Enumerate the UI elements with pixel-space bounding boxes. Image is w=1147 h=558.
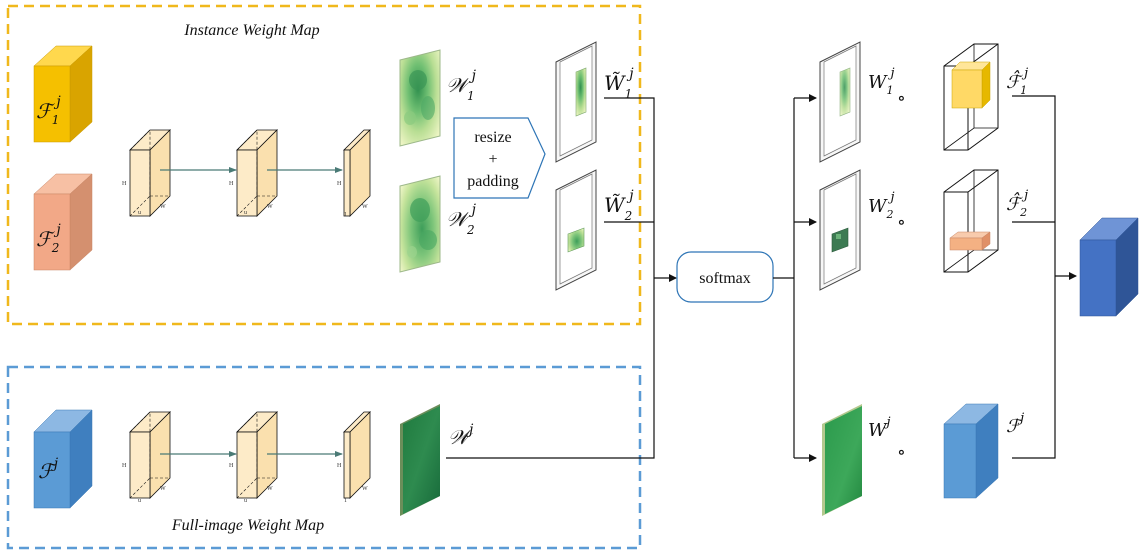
svg-text:W: W [160,204,166,210]
conv-block-1: H W u [122,129,171,217]
hadamard-operator-1: ∘ [897,88,906,109]
resize-padding-callout: resize + padding [453,117,546,199]
softmax-node [676,251,774,303]
weight-map-full-label: 𝒲j [448,422,474,449]
svg-text:resize: resize [474,129,511,146]
full-panel-title: Full-image Weight Map [171,517,324,534]
softmax-label: softmax [699,270,751,287]
svg-text:H: H [122,181,127,187]
svg-text:u: u [138,210,141,216]
svg-text:H: H [229,181,234,187]
softmax-map-1 [819,41,861,163]
svg-text:u: u [138,498,141,504]
weight-map-2 [399,175,441,273]
softmax-weight-2-label: W2j [868,190,895,221]
output-feature-2 [943,169,999,273]
hadamard-operator-2: ∘ [897,212,906,233]
svg-text:+: + [488,151,497,168]
svg-text:H: H [229,463,234,469]
softmax-weight-1-label: W1j [868,66,895,97]
svg-text:W: W [362,204,368,210]
svg-text:ℱ2j: ℱ2j [36,222,61,255]
svg-text:1: 1 [344,212,347,218]
feature-cube-full: ℱj [33,409,93,509]
svg-text:padding: padding [467,173,519,190]
output-feature-full [943,403,999,499]
weight-map-1 [399,49,441,147]
weight-map-1-label: 𝒲1j [446,68,477,103]
conv-row-instance: H W u H W u H W 1 [122,129,371,218]
padded-map-1-label: W̃1j [604,66,634,101]
padded-map-2-label: W̃2j [604,188,634,223]
svg-text:ℱj: ℱj [38,456,59,483]
output-feature-1-label: ℱ̂1j [1006,66,1028,97]
instance-panel-border [6,4,642,326]
svg-text:u: u [244,498,247,504]
softmax-map-full [822,404,862,516]
conv-block-2: H W u [229,129,278,217]
svg-text:W: W [362,486,368,492]
softmax-weight-full-label: Wj [868,415,891,441]
conv-block-5: H W u [229,411,278,504]
output-feature-2-label: ℱ̂2j [1006,188,1028,219]
svg-text:H: H [337,463,342,469]
svg-text:W: W [267,486,273,492]
output-feature-full-label: ℱj [1006,411,1024,437]
svg-text:H: H [337,181,342,187]
svg-text:ℱ1j: ℱ1j [36,94,61,127]
output-feature-1 [943,43,999,151]
feature-cube-1: ℱ1j [33,45,93,143]
padded-map-1 [555,41,597,163]
padded-map-2 [555,169,597,291]
svg-text:W: W [267,204,273,210]
hadamard-operator-3: ∘ [897,442,906,463]
fused-feature-cube [1079,217,1139,317]
connectors-out [773,94,817,462]
softmax-map-2 [819,169,861,291]
svg-text:u: u [244,210,247,216]
weight-map-full [400,404,440,516]
svg-text:H: H [122,463,127,469]
feature-cube-2: ℱ2j [33,173,93,271]
conv-row-full: H W u H W u H W 1 [122,411,371,504]
conv-block-4: H W u [122,411,171,504]
instance-panel-title: Instance Weight Map [183,22,319,39]
conv-block-6: H W 1 [337,411,371,504]
svg-text:1: 1 [344,498,347,504]
svg-text:W: W [160,486,166,492]
connectors-in [446,97,677,459]
weight-map-2-label: 𝒲2j [446,202,477,237]
aggregation-connectors [1012,95,1077,459]
conv-block-3: H W 1 [337,129,371,218]
